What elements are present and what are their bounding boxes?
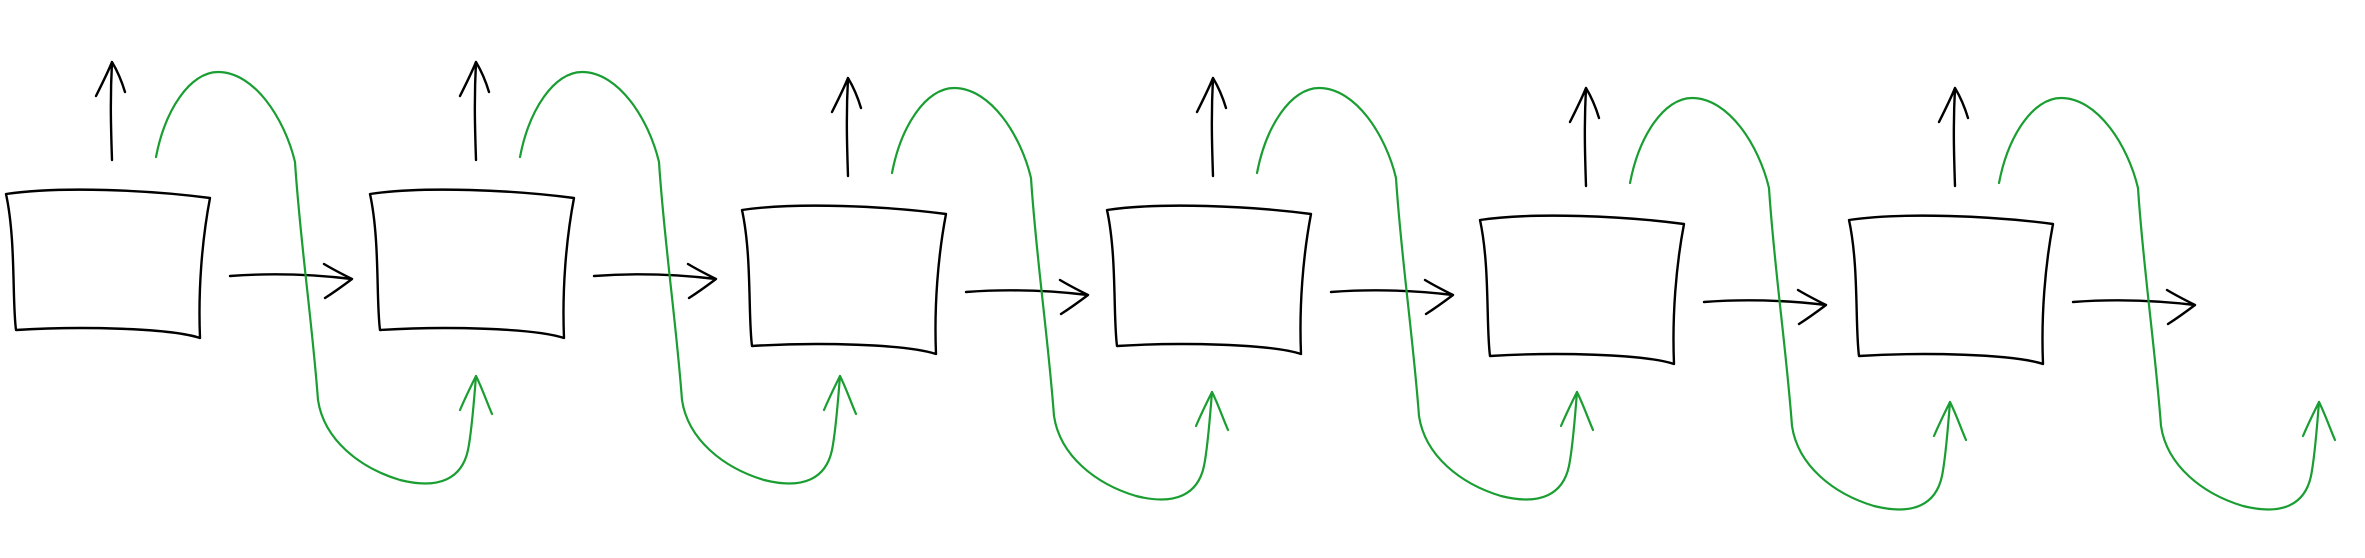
stage-box bbox=[740, 204, 948, 356]
feedback-arrowhead bbox=[822, 374, 858, 416]
output-arrow bbox=[830, 76, 863, 178]
stage-5 bbox=[1478, 86, 1968, 511]
stage-box bbox=[1105, 204, 1313, 356]
feedback-loop bbox=[154, 70, 478, 485]
next-arrow bbox=[1702, 288, 1828, 326]
stage-4 bbox=[1105, 76, 1595, 501]
stage-6 bbox=[1847, 86, 2337, 511]
stage-2 bbox=[368, 60, 858, 485]
output-arrow bbox=[1937, 86, 1970, 188]
output-arrow bbox=[94, 60, 127, 162]
output-arrow bbox=[1568, 86, 1601, 188]
next-arrow bbox=[592, 262, 718, 300]
next-arrow bbox=[2071, 288, 2197, 326]
feedback-arrowhead bbox=[1559, 390, 1595, 432]
feedback-arrowhead bbox=[1194, 390, 1230, 432]
stage-box bbox=[1847, 214, 2055, 366]
feedback-loop bbox=[890, 86, 1214, 501]
stage-box bbox=[4, 188, 212, 340]
next-arrow bbox=[228, 262, 354, 300]
feedback-loop bbox=[1628, 96, 1952, 511]
stage-1 bbox=[4, 60, 494, 485]
stage-chain bbox=[4, 60, 2337, 511]
feedback-loop bbox=[1997, 96, 2321, 511]
feedback-arrowhead bbox=[1932, 400, 1968, 442]
stage-box bbox=[368, 188, 576, 340]
feedback-arrowhead bbox=[2301, 400, 2337, 442]
feedback-arrowhead bbox=[458, 374, 494, 416]
next-arrow bbox=[964, 278, 1090, 316]
next-arrow bbox=[1329, 278, 1455, 316]
output-arrow bbox=[1195, 76, 1228, 178]
output-arrow bbox=[458, 60, 491, 162]
feedback-loop bbox=[518, 70, 842, 485]
stage-3 bbox=[740, 76, 1230, 501]
feedback-loop bbox=[1255, 86, 1579, 501]
stage-box bbox=[1478, 214, 1686, 366]
